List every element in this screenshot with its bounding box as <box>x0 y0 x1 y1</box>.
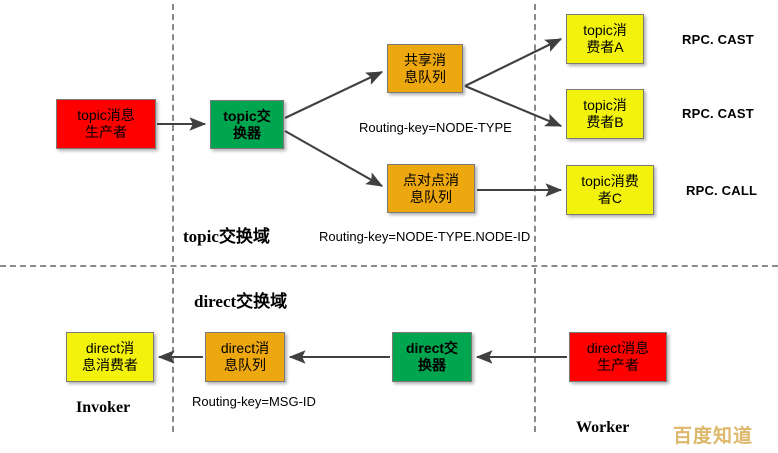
node-p2p-message-queue[interactable]: 点对点消 息队列 <box>387 164 475 213</box>
node-direct-exchange[interactable]: direct交 换器 <box>392 332 472 382</box>
label-role-invoker: Invoker <box>76 399 131 416</box>
label-routing-key-msg-id: Routing-key=MSG-ID <box>192 394 316 409</box>
divider-middle-horizontal <box>0 265 778 267</box>
label-topic-domain: topic交换域 <box>183 227 270 246</box>
divider-top-left-vertical <box>172 4 174 262</box>
divider-bottom-right-vertical <box>534 268 536 432</box>
node-direct-message-queue[interactable]: direct消 息队列 <box>205 332 285 382</box>
node-topic-consumer-c[interactable]: topic消费 者C <box>566 165 654 215</box>
node-topic-exchange[interactable]: topic交 换器 <box>210 100 284 149</box>
divider-bottom-left-vertical <box>172 268 174 432</box>
arrow-exchange-to-p2p-queue <box>284 130 384 187</box>
label-rpc-cast-a: RPC. CAST <box>682 32 754 47</box>
node-direct-producer[interactable]: direct消息 生产者 <box>569 332 667 382</box>
node-shared-message-queue[interactable]: 共享消 息队列 <box>387 44 463 93</box>
arrow-shared-queue-to-consumer-a <box>464 38 563 87</box>
divider-top-right-vertical <box>534 4 536 262</box>
node-direct-consumer[interactable]: direct消 息消费者 <box>66 332 154 382</box>
label-direct-domain: direct交换域 <box>194 292 288 311</box>
label-rpc-cast-b: RPC. CAST <box>682 106 754 121</box>
watermark-baidu-zhidao: 百度知道 <box>673 426 754 447</box>
label-routing-key-node-type: Routing-key=NODE-TYPE <box>359 120 512 135</box>
node-topic-consumer-a[interactable]: topic消 费者A <box>566 14 644 64</box>
label-rpc-call-c: RPC. CALL <box>686 183 758 198</box>
label-routing-key-node-type-node-id: Routing-key=NODE-TYPE.NODE-ID <box>319 229 531 244</box>
node-topic-producer[interactable]: topic消息 生产者 <box>56 99 156 149</box>
node-topic-consumer-b[interactable]: topic消 费者B <box>566 89 644 139</box>
arrow-exchange-to-shared-queue <box>284 71 384 119</box>
label-role-worker: Worker <box>576 419 630 436</box>
